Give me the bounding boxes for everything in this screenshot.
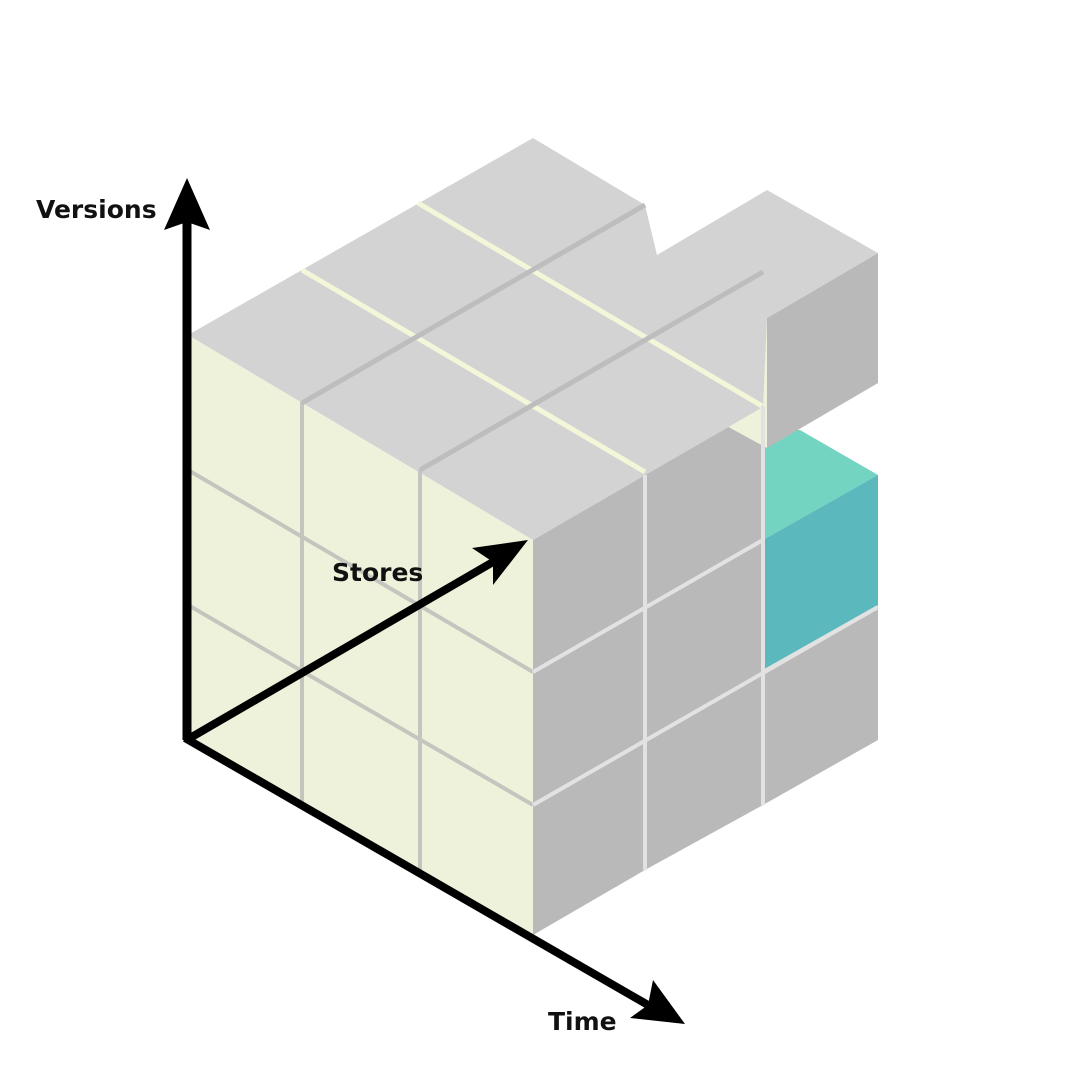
stores-axis-line (187, 558, 496, 742)
right-face-grid (532, 407, 879, 870)
cube-body (188, 138, 878, 935)
time-axis-arrowhead (630, 980, 685, 1024)
time-axis-line (183, 734, 650, 1009)
cube-right-face-column-2 (645, 407, 763, 870)
stores-axis-label: Stores (332, 558, 423, 587)
front-face-grid (186, 402, 535, 870)
time-axis-label: Time (548, 1007, 617, 1036)
raised-block-top-face (657, 190, 878, 318)
cube-top-face (188, 138, 767, 540)
cube-right-face-column-1 (533, 475, 645, 935)
top-face-grid (300, 200, 765, 475)
axes (164, 178, 685, 1024)
highlighted-cell-top-face (763, 430, 878, 540)
versions-axis-label: Versions (36, 195, 157, 224)
versions-axis-arrowhead (164, 178, 210, 230)
stores-axis-arrowhead (472, 540, 528, 585)
